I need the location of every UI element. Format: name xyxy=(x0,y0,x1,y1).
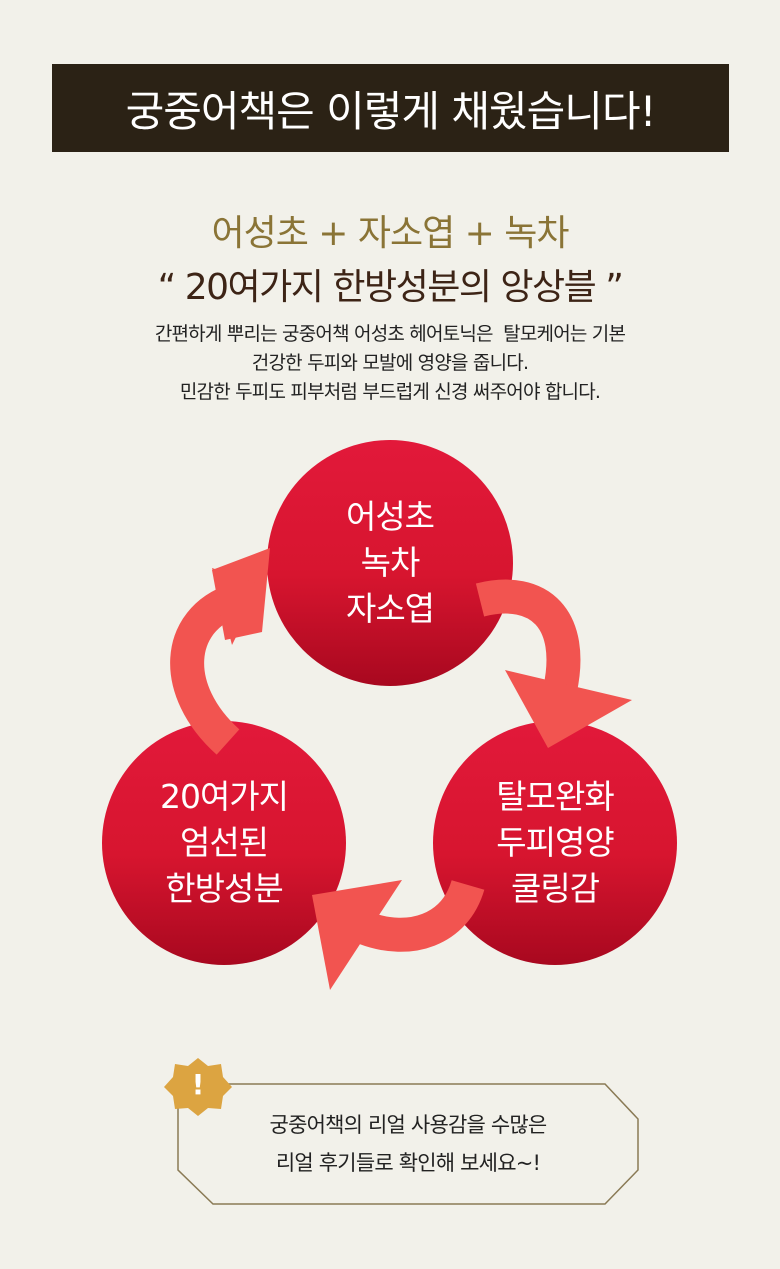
label-line: 한방성분 xyxy=(165,869,283,908)
label-line: 자소엽 xyxy=(345,589,435,628)
description-line: 간편하게 뿌리는 궁중어책 어성초 헤어토닉은 탈모케어는 기본 xyxy=(154,323,626,345)
label-line: 엄선된 xyxy=(179,823,269,862)
note-line: 리얼 후기들로 확인해 보세요~! xyxy=(275,1151,541,1175)
warning-badge-icon xyxy=(164,1058,232,1116)
circle-right xyxy=(433,721,677,965)
ingredients-heading: 어성초 + 자소엽 + 녹차 xyxy=(211,213,569,254)
circle-top-label: 어성초 녹차 자소엽 xyxy=(270,494,510,632)
description-line: 민감한 두피도 피부처럼 부드럽게 신경 써주어야 합니다. xyxy=(179,381,601,403)
badge-exclamation: ! xyxy=(191,1068,205,1101)
note-frame xyxy=(177,1083,639,1205)
note-line: 궁중어책의 리얼 사용감을 수많은 xyxy=(269,1113,548,1137)
circle-right-label: 탈모완화 두피영양 쿨링감 xyxy=(435,774,675,912)
circle-left xyxy=(102,721,346,965)
tagline: “ 20여가지 한방성분의 앙상블 ” xyxy=(157,267,624,308)
arrow-right-to-left xyxy=(312,879,485,990)
label-line: 녹차 xyxy=(360,543,421,582)
description: 간편하게 뿌리는 궁중어책 어성초 헤어토닉은 탈모케어는 기본 건강한 두피와… xyxy=(0,320,780,407)
arrow-left-to-top xyxy=(170,548,270,755)
circle-top xyxy=(267,440,513,686)
review-note: 궁중어책의 리얼 사용감을 수많은 리얼 후기들로 확인해 보세요~! xyxy=(178,1106,638,1182)
circle-left-label: 20여가지 엄선된 한방성분 xyxy=(104,774,344,912)
label-line: 20여가지 xyxy=(159,777,289,816)
description-line: 건강한 두피와 모발에 영양을 줍니다. xyxy=(251,352,529,374)
label-line: 쿨링감 xyxy=(510,869,600,908)
label-line: 두피영양 xyxy=(496,823,614,862)
label-line: 어성초 xyxy=(345,497,435,536)
arrow-top-to-right xyxy=(475,579,632,748)
page-title: 궁중어책은 이렇게 채웠습니다! xyxy=(52,64,729,152)
label-line: 탈모완화 xyxy=(496,777,614,816)
